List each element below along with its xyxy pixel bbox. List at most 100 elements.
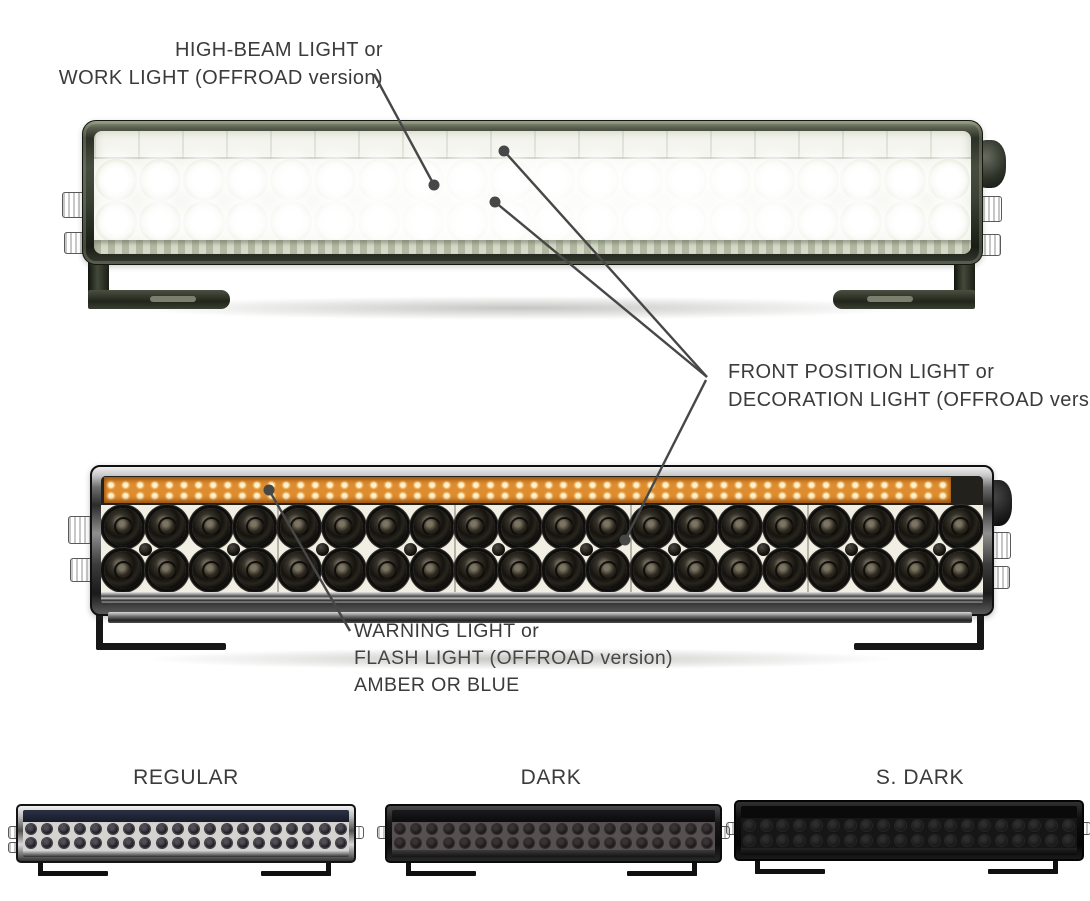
mid-bar-left-bracket-arm: [96, 600, 103, 650]
led-cell: [796, 201, 840, 243]
led-cell: [521, 822, 537, 836]
warning-strip-holder: [101, 476, 983, 504]
led-cell: [505, 822, 521, 836]
led-cell: [1060, 818, 1077, 833]
led-cell: [976, 818, 993, 833]
led-cell: [1010, 818, 1027, 833]
led: [533, 201, 576, 243]
led-cell: [284, 822, 300, 836]
led-cell: [186, 822, 202, 836]
led-cell: [909, 818, 926, 833]
led-cell: [851, 549, 895, 593]
led: [941, 551, 980, 590]
led: [456, 507, 495, 546]
led: [911, 820, 923, 831]
led: [236, 551, 275, 590]
led-cell: [708, 159, 752, 201]
led-cell: [137, 822, 153, 836]
led: [664, 159, 707, 201]
led-cell: [839, 159, 883, 201]
panel-divider: [453, 505, 456, 592]
led-cell: [586, 549, 630, 593]
led-cell: [521, 836, 537, 850]
led-cell: [39, 836, 55, 850]
led-cell: [807, 549, 851, 593]
led-cell: [976, 833, 993, 848]
thumb-bracket: [261, 871, 331, 876]
led: [588, 824, 599, 834]
annotation-high-beam: HIGH-BEAM LIGHT or WORK LIGHT (OFFROAD v…: [59, 36, 383, 92]
led: [104, 507, 143, 546]
led: [26, 838, 37, 848]
led-cell: [1027, 833, 1044, 848]
led-cell: [943, 833, 960, 848]
led: [335, 838, 346, 848]
top-bar-left-bracket-foot: [88, 290, 230, 309]
led-cell: [457, 836, 473, 850]
led-cell: [219, 822, 235, 836]
thumb-bracket: [38, 871, 108, 876]
led-cell: [618, 836, 634, 850]
led-cell: [808, 818, 825, 833]
led-cell: [88, 836, 104, 850]
led: [995, 835, 1007, 846]
led: [427, 838, 438, 848]
led: [192, 507, 231, 546]
variant-label-s-dark: S. DARK: [875, 766, 965, 789]
thumb-bracket: [406, 856, 411, 876]
led-cell: [939, 505, 983, 549]
led: [368, 551, 407, 590]
led-cell: [939, 549, 983, 593]
led: [605, 838, 616, 848]
led-cell: [39, 822, 55, 836]
led: [840, 159, 883, 201]
variant-s-dark-photo: [734, 800, 1084, 861]
led-cell: [851, 505, 895, 549]
led: [489, 201, 532, 243]
led: [412, 507, 451, 546]
led-cell: [489, 822, 505, 836]
led: [577, 159, 620, 201]
led: [368, 507, 407, 546]
led-cell: [1027, 818, 1044, 833]
led: [107, 824, 118, 834]
led: [777, 820, 789, 831]
led-cell: [602, 836, 618, 850]
led: [286, 838, 297, 848]
led: [221, 838, 232, 848]
led: [577, 201, 620, 243]
mid-bar-left-bracket-foot: [96, 643, 226, 650]
led: [182, 159, 225, 201]
led-face: [741, 818, 1077, 848]
led: [401, 201, 444, 243]
led-cell: [667, 836, 683, 850]
led-cell: [674, 549, 718, 593]
led-grid: [101, 505, 983, 592]
led: [884, 201, 927, 243]
led-cell: [269, 201, 313, 243]
led: [270, 824, 281, 834]
thumb-bracket: [755, 869, 825, 874]
led-cell: [537, 836, 553, 850]
led-cell: [170, 822, 186, 836]
led-cell: [94, 201, 138, 243]
screw: [403, 543, 417, 557]
led: [314, 201, 357, 243]
led: [270, 838, 281, 848]
led-cell: [189, 505, 233, 549]
annotation-front-position: FRONT POSITION LIGHT or DECORATION LIGHT…: [728, 358, 1090, 414]
led-cell: [313, 201, 357, 243]
mid-bar-right-bracket-foot: [854, 643, 984, 650]
led-cell: [233, 549, 277, 593]
led: [621, 838, 632, 848]
led: [540, 838, 551, 848]
led: [411, 824, 422, 834]
led: [1046, 820, 1058, 831]
led: [1029, 835, 1041, 846]
led-cell: [489, 836, 505, 850]
led: [556, 838, 567, 848]
screw: [932, 543, 946, 557]
screw: [315, 543, 329, 557]
led-cell: [186, 836, 202, 850]
led: [760, 820, 772, 831]
